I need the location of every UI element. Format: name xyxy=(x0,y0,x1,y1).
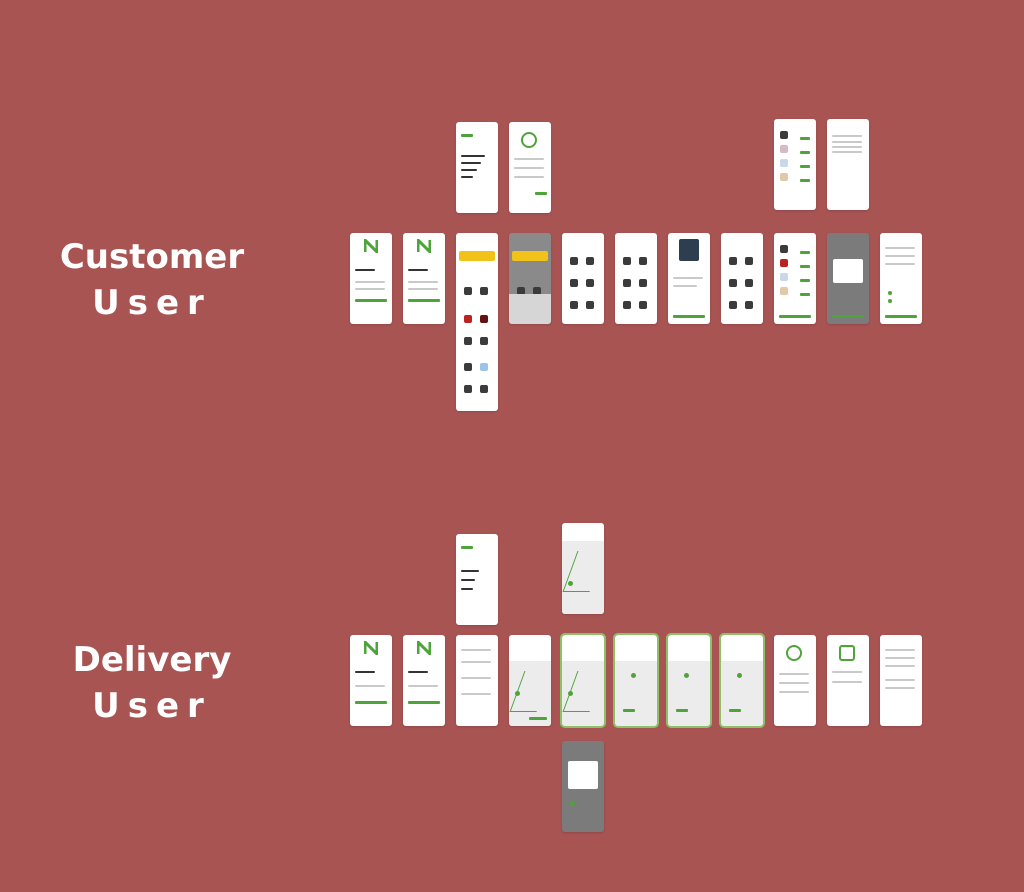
delivery-map-dialog-screen[interactable] xyxy=(562,741,604,832)
delivery-title-line2: User xyxy=(92,686,212,726)
delivery-menu-drawer-screen[interactable] xyxy=(456,534,498,625)
customer-splash-login-screen[interactable] xyxy=(350,233,392,324)
customer-checkout-screen[interactable] xyxy=(880,233,922,324)
delivery-earnings-screen[interactable] xyxy=(827,635,869,726)
delivery-user-title: Delivery User xyxy=(42,637,262,729)
keyboard[interactable] xyxy=(509,294,551,324)
customer-cart-screen[interactable] xyxy=(774,233,816,324)
delivery-status-dialog[interactable] xyxy=(568,761,598,789)
delivery-profile-screen[interactable] xyxy=(774,635,816,726)
delivery-map-route-5-screen[interactable] xyxy=(719,633,765,728)
customer-category-list-screen[interactable] xyxy=(562,233,604,324)
profile-avatar-icon xyxy=(786,645,802,661)
customer-user-title: Customer User xyxy=(42,234,262,326)
customer-search-keyboard-screen[interactable] xyxy=(509,233,551,324)
delivery-map-route-4-screen[interactable] xyxy=(666,633,712,728)
customer-order-history-screen[interactable] xyxy=(827,119,869,210)
delivery-history-screen[interactable] xyxy=(880,635,922,726)
delivery-map-route-screen[interactable] xyxy=(509,635,551,726)
delivery-orders-list-screen[interactable] xyxy=(456,635,498,726)
customer-orders-screen[interactable] xyxy=(774,119,816,210)
customer-product-detail-screen[interactable] xyxy=(668,233,710,324)
delivery-map-route-2-screen[interactable] xyxy=(560,633,606,728)
delivery-map-route-3-screen[interactable] xyxy=(613,633,659,728)
delivery-login-screen[interactable] xyxy=(403,635,445,726)
customer-category-list-3-screen[interactable] xyxy=(721,233,763,324)
brand-logo-icon xyxy=(417,239,431,253)
brand-logo-icon xyxy=(417,641,431,655)
delivery-splash-login-screen[interactable] xyxy=(350,635,392,726)
brand-logo-icon xyxy=(364,641,378,655)
profile-avatar-icon xyxy=(521,132,537,148)
customer-title-line2: User xyxy=(92,283,212,323)
customer-menu-drawer-screen[interactable] xyxy=(456,122,498,213)
customer-login-screen[interactable] xyxy=(403,233,445,324)
customer-home-screen[interactable] xyxy=(456,233,498,411)
delivery-map-top-screen[interactable] xyxy=(562,523,604,614)
brand-logo-icon xyxy=(364,239,378,253)
confirm-dialog[interactable] xyxy=(833,259,863,283)
customer-title-line1: Customer xyxy=(59,237,245,277)
customer-profile-screen[interactable] xyxy=(509,122,551,213)
delivery-title-line1: Delivery xyxy=(72,640,232,680)
customer-cart-dialog-screen[interactable] xyxy=(827,233,869,324)
customer-category-list-2-screen[interactable] xyxy=(615,233,657,324)
wallet-icon xyxy=(839,645,855,661)
